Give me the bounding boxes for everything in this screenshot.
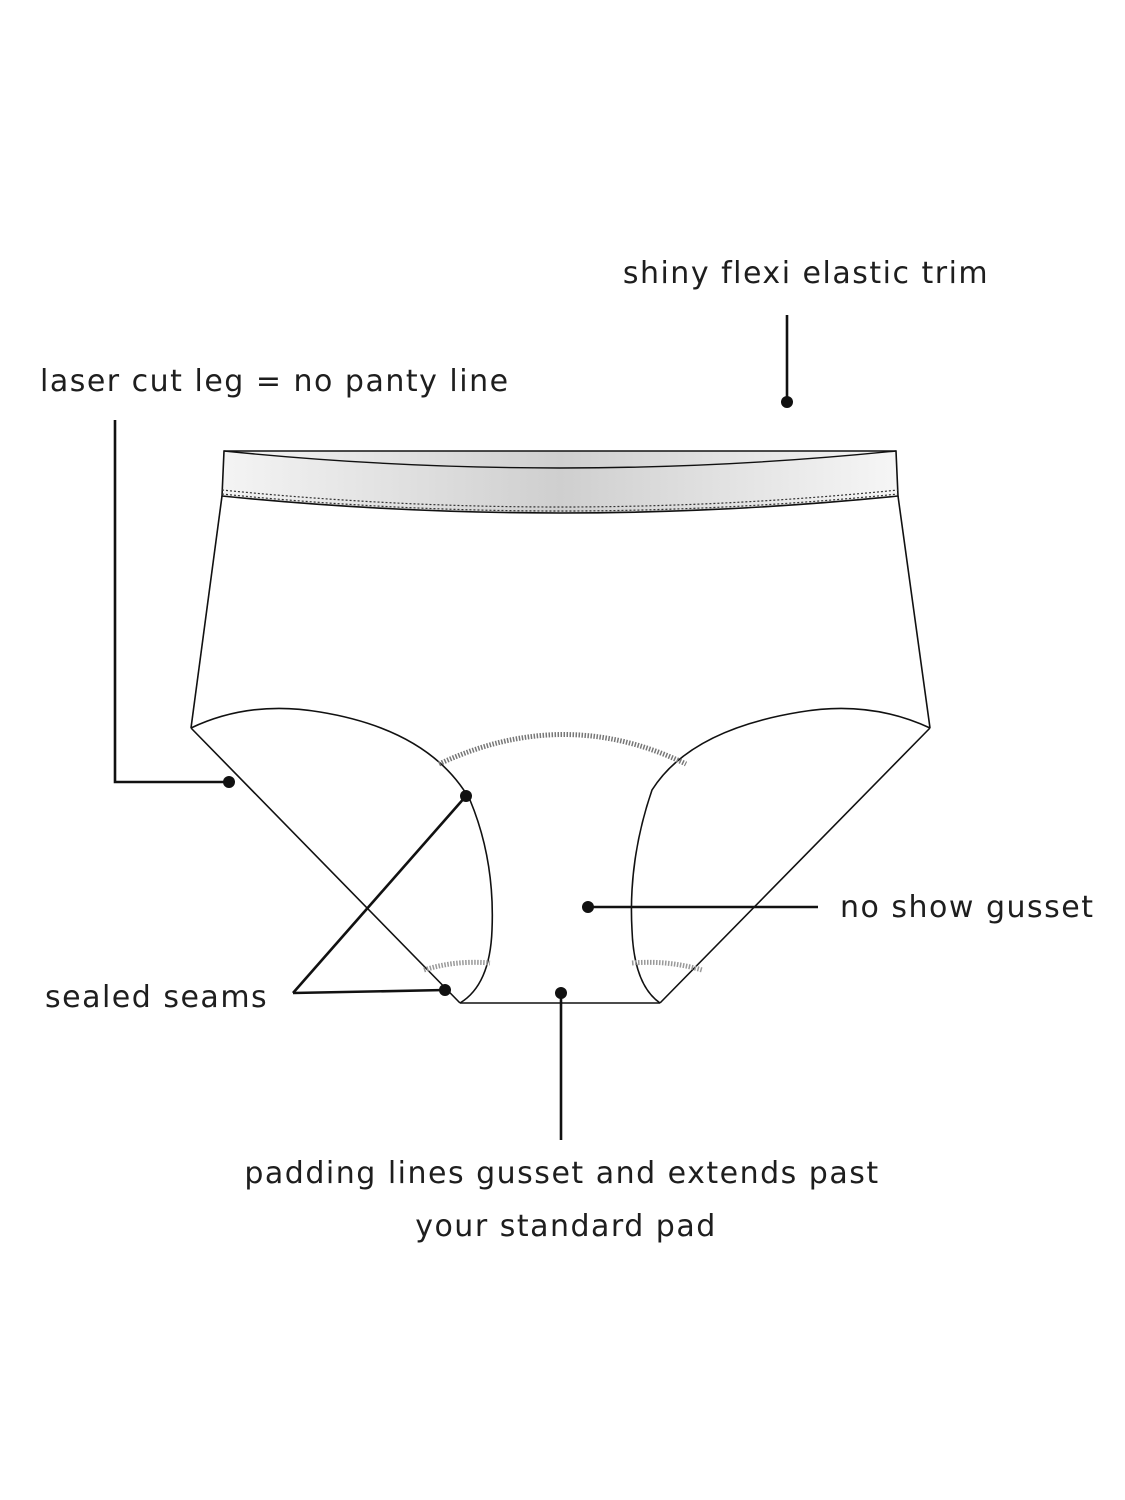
- waistband-stitch-2: [221, 493, 899, 512]
- seam-dot-lower: [439, 984, 451, 996]
- seam-dot-upper: [460, 790, 472, 802]
- label-gusset: no show gusset: [840, 890, 1095, 925]
- seams-leader-upper: [292, 795, 467, 994]
- body-right-side: [897, 495, 931, 729]
- seams-leader-lower: [292, 988, 446, 995]
- right-leg-opening: [630, 707, 931, 1004]
- leg-leader: [113, 420, 229, 784]
- label-padding-line2: your standard pad: [415, 1209, 717, 1244]
- callout-lines: [113, 315, 818, 1140]
- garment-outline: [190, 450, 931, 1004]
- label-seams: sealed seams: [45, 980, 268, 1015]
- waistband: [221, 450, 899, 514]
- left-outer-leg: [190, 727, 461, 1004]
- left-leg-opening: [190, 707, 494, 1004]
- gusset-seam-top: [437, 732, 688, 767]
- trim-dot: [781, 396, 793, 408]
- label-padding-line1: padding lines gusset and extends past: [244, 1156, 879, 1191]
- padding-dot: [555, 987, 567, 999]
- waistband-inner-edge: [223, 450, 897, 469]
- label-leg: laser cut leg = no panty line: [40, 364, 510, 399]
- right-outer-leg: [659, 727, 931, 1004]
- body-left-side: [190, 495, 223, 729]
- gusset-seam-left: [423, 959, 491, 973]
- leg-dot: [223, 776, 235, 788]
- callout-dots: [223, 396, 793, 999]
- waistband-stitch: [221, 489, 899, 508]
- label-trim: shiny flexi elastic trim: [623, 256, 989, 291]
- gusset-dot: [582, 901, 594, 913]
- gusset-seam-right: [631, 959, 703, 973]
